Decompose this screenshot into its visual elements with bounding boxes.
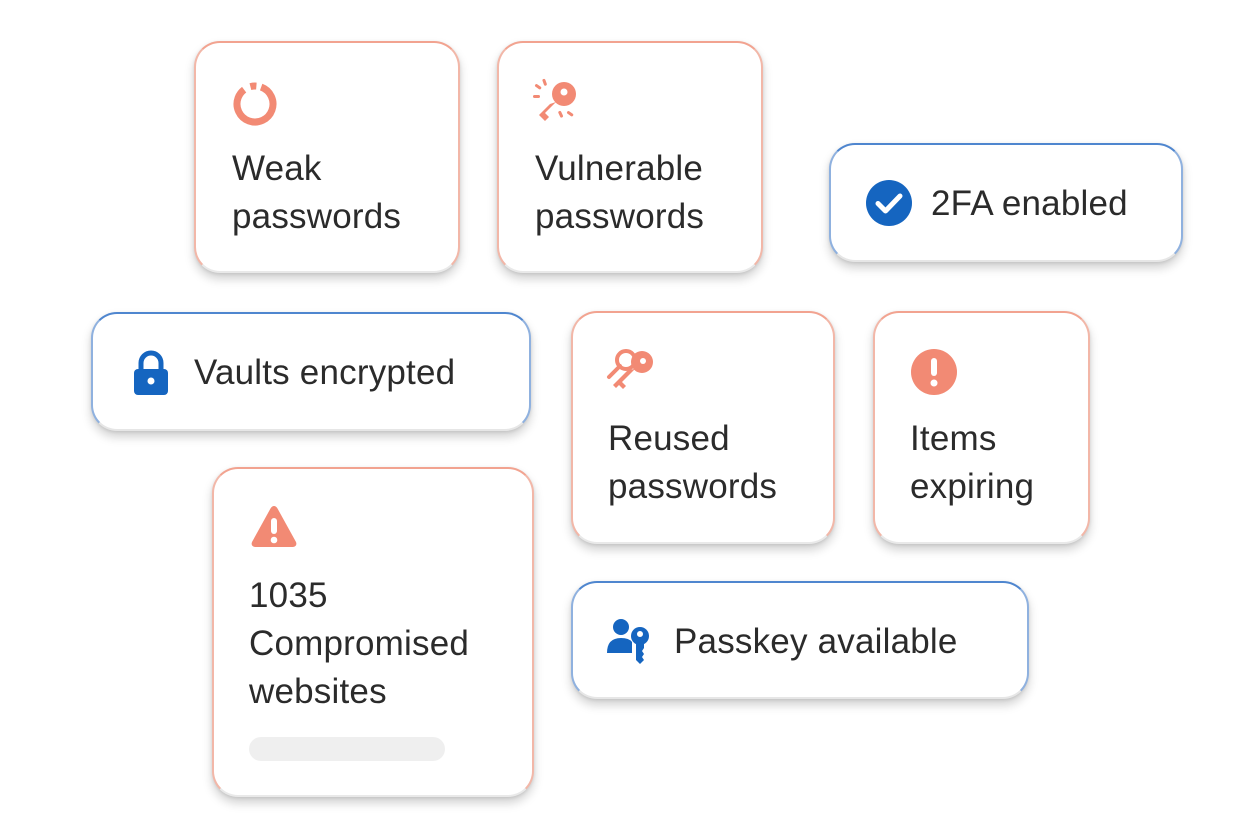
twofa-enabled-card[interactable]: 2FA enabled (829, 143, 1183, 262)
partial-ring-icon (230, 79, 280, 129)
items-expiring-label: Items expiring (910, 419, 1035, 506)
vulnerable-passwords-card[interactable]: Vulnerable passwords (497, 41, 763, 273)
weak-passwords-card[interactable]: Weak passwords (194, 41, 460, 273)
broken-key-icon (531, 77, 581, 127)
vaults-encrypted-card[interactable]: Vaults encrypted (91, 312, 531, 431)
items-expiring-card[interactable]: Items expiring (873, 311, 1090, 544)
loading-placeholder-bar (249, 737, 445, 761)
warning-triangle-icon (249, 502, 299, 552)
vaults-encrypted-label: Vaults encrypted (194, 353, 456, 392)
compromised-websites-card[interactable]: 1035 Compromised websites (212, 467, 534, 797)
reused-passwords-label: Reused passwords (608, 419, 778, 506)
twofa-enabled-label: 2FA enabled (931, 184, 1128, 223)
compromised-websites-label: 1035 Compromised websites (249, 576, 470, 711)
lock-icon (126, 348, 176, 398)
passkey-available-card[interactable]: Passkey available (571, 581, 1029, 699)
reused-passwords-card[interactable]: Reused passwords (571, 311, 835, 544)
vulnerable-passwords-label: Vulnerable passwords (535, 149, 705, 236)
weak-passwords-label: Weak passwords (232, 149, 402, 236)
exclamation-circle-icon (909, 347, 959, 397)
user-key-icon (606, 616, 656, 666)
double-key-icon (606, 347, 656, 397)
passkey-available-label: Passkey available (674, 622, 958, 661)
check-circle-icon (864, 178, 914, 228)
